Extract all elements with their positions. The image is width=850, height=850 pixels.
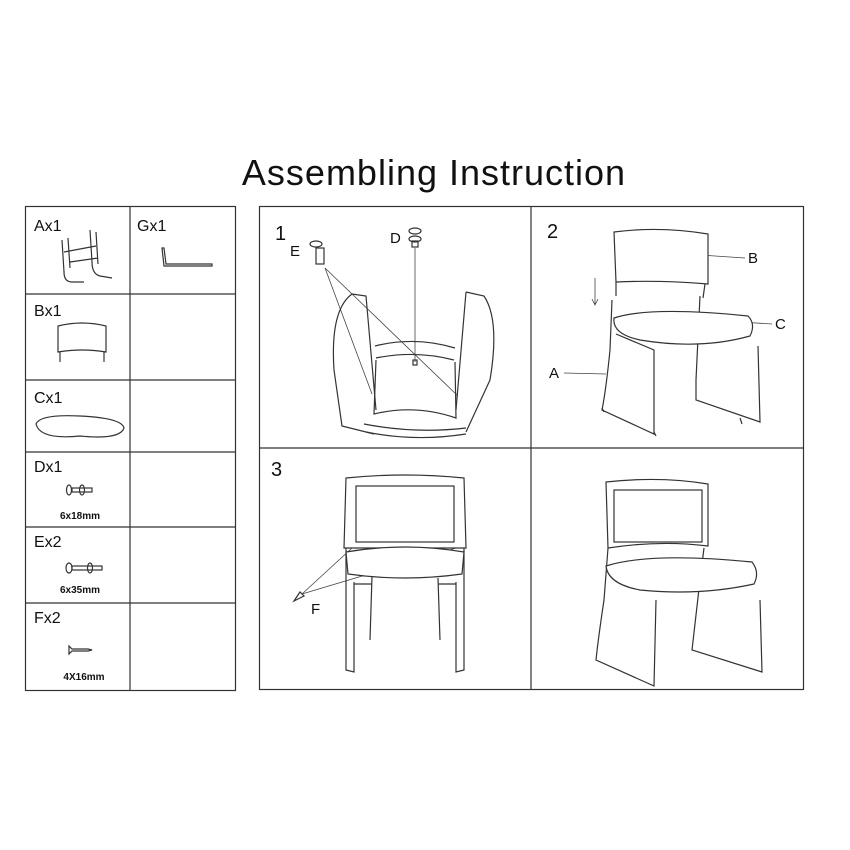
callout-d: D	[390, 230, 401, 247]
step-number: 3	[271, 459, 282, 481]
callout-b: B	[748, 250, 758, 267]
part-label-e: Ex2	[34, 534, 62, 551]
seat-part-icon	[35, 415, 125, 438]
arrow-down-icon	[591, 278, 599, 306]
step-3-panel: 3 F	[271, 459, 467, 673]
part-size-f: 4X16mm	[63, 672, 104, 683]
bolt-d-icon	[408, 227, 422, 248]
chair-assembled-drawing	[595, 478, 763, 687]
callout-a: A	[549, 365, 559, 382]
part-label-c: Cx1	[34, 390, 63, 407]
bolt-d-icon	[65, 484, 93, 496]
parts-table: Ax1 Gx1 Bx1 Cx1 Dx1 6x18mm Ex2 6x35mm Fx…	[24, 205, 237, 692]
step-2-panel: 2 B C A	[547, 221, 786, 437]
upside-down-chair-drawing	[332, 291, 495, 439]
bolt-e-icon	[309, 240, 325, 265]
callout-e: E	[290, 243, 300, 260]
frame-part-icon	[61, 229, 113, 283]
part-size-e: 6x35mm	[60, 585, 100, 596]
allen-key-icon	[161, 247, 213, 267]
part-label-d: Dx1	[34, 459, 63, 476]
backrest-part-icon	[57, 322, 107, 362]
part-label-a: Ax1	[34, 218, 62, 235]
part-size-d: 6x18mm	[60, 511, 100, 522]
callout-f: F	[311, 601, 320, 618]
part-label-b: Bx1	[34, 303, 62, 320]
steps-grid	[258, 205, 805, 691]
callout-c: C	[775, 316, 786, 333]
chair-front-drawing	[343, 474, 467, 673]
part-label-f: Fx2	[34, 610, 61, 627]
bolt-e-icon	[65, 562, 103, 574]
step-1-panel: 1 E D	[275, 223, 495, 439]
part-label-g: Gx1	[137, 218, 166, 235]
page-title: Assembling Instruction	[242, 152, 626, 193]
step-number: 1	[275, 223, 286, 245]
step-4-panel	[595, 478, 763, 687]
chair-exploded-drawing	[601, 228, 761, 437]
step-number: 2	[547, 221, 558, 243]
screw-f-icon	[68, 644, 93, 656]
